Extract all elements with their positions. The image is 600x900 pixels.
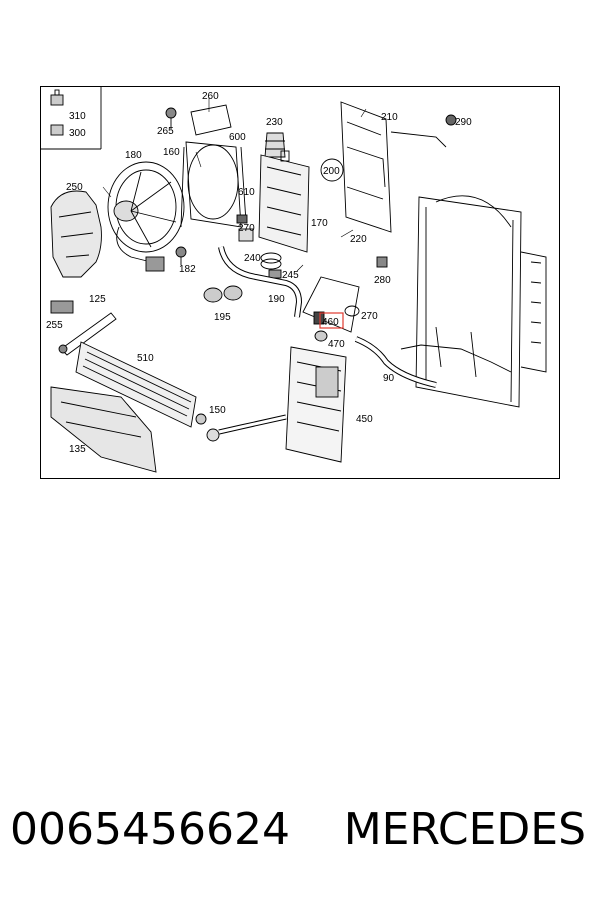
- highlight-460-box[interactable]: [319, 312, 344, 329]
- part-number-caption: 0065456624: [10, 804, 290, 855]
- fan-housing-part: [180, 141, 247, 228]
- cap-part: [264, 132, 286, 158]
- label-180: 180: [125, 150, 142, 161]
- air-duct-part: [50, 386, 157, 473]
- label-240: 240: [244, 253, 261, 264]
- label-160: 160: [163, 147, 180, 158]
- label-265: 265: [157, 126, 174, 137]
- label-230: 230: [266, 117, 283, 128]
- label-150: 150: [209, 405, 226, 416]
- radiator-part: [400, 195, 547, 408]
- label-600: 600: [229, 132, 246, 143]
- part-labels: 310 300 260 265 600 230 210 290 180 160 …: [46, 91, 472, 455]
- oil-cooler-part: [285, 346, 347, 463]
- label-310: 310: [69, 111, 86, 122]
- label-290: 290: [455, 117, 472, 128]
- callout-200: [320, 158, 344, 182]
- label-220: 220: [350, 234, 367, 245]
- label-135: 135: [69, 444, 86, 455]
- clamp-part: [203, 285, 243, 303]
- label-300: 300: [69, 128, 86, 139]
- expansion-tank-part: [258, 150, 310, 253]
- label-125: 125: [89, 294, 106, 305]
- bracket-part: [165, 104, 232, 136]
- clamp-270b-part: [314, 305, 360, 342]
- pipe-150-part: [195, 413, 287, 442]
- label-190: 190: [268, 294, 285, 305]
- fan-shroud-part: [50, 190, 102, 278]
- connector-460-region: [302, 276, 360, 333]
- label-170: 170: [311, 218, 328, 229]
- diagram-drawing: 310 300 260 265 600 230 210 290 180 160 …: [41, 87, 547, 473]
- label-195: 195: [214, 312, 231, 323]
- label-270b: 270: [361, 311, 378, 322]
- label-210: 210: [381, 112, 398, 123]
- intercooler-part: [75, 341, 197, 428]
- label-280: 280: [374, 275, 391, 286]
- bolt-part: [175, 246, 187, 265]
- label-270a: 270: [238, 223, 255, 234]
- brand-caption: MERCEDES: [343, 804, 586, 855]
- legend-box: [41, 87, 102, 150]
- label-260: 260: [202, 91, 219, 102]
- fitting-parts: [236, 214, 282, 279]
- leader-lines: [102, 97, 367, 272]
- fan-part: [107, 161, 185, 272]
- parts-diagram: 310 300 260 265 600 230 210 290 180 160 …: [40, 86, 560, 479]
- label-200: 200: [323, 166, 340, 177]
- label-245: 245: [282, 270, 299, 281]
- label-90: 90: [383, 373, 395, 384]
- label-460[interactable]: 460: [322, 317, 339, 328]
- label-450: 450: [356, 414, 373, 425]
- label-182: 182: [179, 264, 196, 275]
- bracket-255-part: [50, 300, 117, 356]
- label-255: 255: [46, 320, 63, 331]
- label-510: 510: [137, 353, 154, 364]
- bracket-frame-part: [340, 101, 457, 233]
- bolt-280-part: [376, 256, 388, 268]
- label-610: 610: [238, 187, 255, 198]
- label-470: 470: [328, 339, 345, 350]
- label-250: 250: [66, 182, 83, 193]
